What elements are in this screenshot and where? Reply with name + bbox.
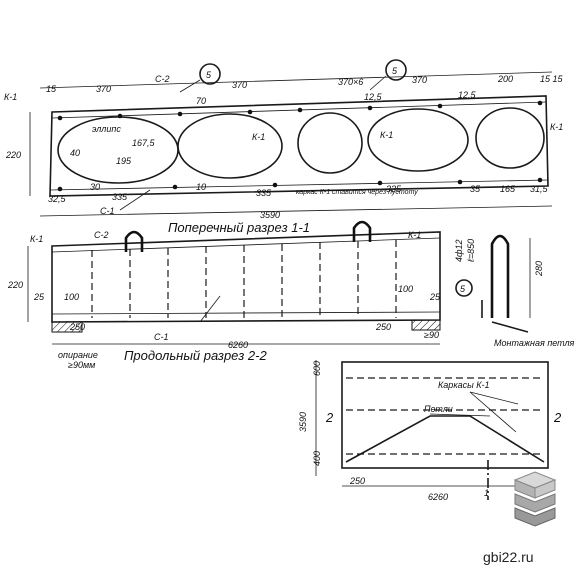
label-k1: К-1 bbox=[408, 230, 421, 240]
callout-5: 5 bbox=[392, 66, 398, 76]
dim-370x6: 370×6 bbox=[338, 77, 363, 87]
section-mark-1: 1 bbox=[484, 488, 489, 498]
plan-outline bbox=[341, 361, 549, 469]
label-k1: К-1 bbox=[380, 130, 393, 140]
cross-section-title: Поперечный разрез 1-1 bbox=[168, 220, 310, 235]
site-watermark[interactable]: gbi22.ru bbox=[483, 549, 534, 565]
frame-lines bbox=[91, 240, 397, 318]
dim-31-5: 31,5 bbox=[530, 184, 549, 194]
label-k1: К-1 bbox=[550, 122, 563, 132]
label-c2: С-2 bbox=[94, 230, 109, 240]
label-c1: С-1 bbox=[154, 332, 169, 342]
dim-250: 250 bbox=[69, 322, 85, 332]
dim-12-5: 12,5 bbox=[458, 90, 477, 100]
dim-370: 370 bbox=[412, 75, 427, 85]
dim-335: 335 bbox=[112, 192, 128, 202]
dim-100: 100 bbox=[398, 284, 413, 294]
section-mark-2: 2 bbox=[553, 410, 562, 425]
dim-335: 335 bbox=[256, 188, 272, 198]
void-ellipse bbox=[177, 113, 283, 179]
label-c2: С-2 bbox=[155, 74, 170, 84]
dim-370: 370 bbox=[232, 80, 247, 90]
rebar-spec: 4ф12 bbox=[454, 239, 464, 262]
dim-200: 200 bbox=[497, 74, 513, 84]
dim-25: 25 bbox=[429, 292, 441, 302]
loop-rebar bbox=[490, 234, 510, 318]
section-mark-2: 2 bbox=[325, 410, 334, 425]
void-ellipse bbox=[475, 107, 545, 169]
dim-220: 220 bbox=[5, 150, 21, 160]
dim-30: 30 bbox=[90, 182, 100, 192]
site-logo-icon bbox=[513, 471, 557, 527]
loops-label: Петли bbox=[424, 404, 453, 414]
cross-section-1-1: К-1 С-2 5 5 эллипс К-1 К-1 К-1 С-1 карка… bbox=[4, 59, 564, 235]
dim-250: 250 bbox=[375, 322, 391, 332]
callout-circle bbox=[385, 59, 407, 81]
dim-100: 100 bbox=[64, 292, 79, 302]
mount-loop-label: Монтажная петля bbox=[494, 338, 575, 348]
dim-40: 40 bbox=[70, 148, 80, 158]
dim-15-15: 15 15 bbox=[540, 74, 564, 84]
callout-5: 5 bbox=[460, 284, 466, 294]
dim-220: 220 bbox=[7, 280, 23, 290]
callout-5: 5 bbox=[206, 70, 212, 80]
support-label: опирание bbox=[58, 350, 98, 360]
dim-10: 10 bbox=[196, 182, 206, 192]
label-ellipse: эллипс bbox=[92, 124, 121, 134]
lifting-loop bbox=[352, 220, 372, 242]
dim-6260: 6260 bbox=[228, 340, 248, 350]
dim-15: 15 bbox=[46, 84, 57, 94]
dim-6260: 6260 bbox=[428, 492, 448, 502]
long-slab-outline bbox=[51, 231, 441, 323]
support-left bbox=[51, 321, 83, 333]
rebar-length: ℓ=850 bbox=[466, 239, 476, 263]
void-ellipse bbox=[297, 112, 363, 174]
dim-335: 335 bbox=[386, 184, 402, 194]
dim-35: 35 bbox=[470, 184, 481, 194]
label-c1: С-1 bbox=[100, 206, 115, 216]
dim-195: 195 bbox=[116, 156, 132, 166]
void-ellipse bbox=[367, 108, 469, 172]
support-value: ≥90мм bbox=[68, 360, 95, 370]
dim-25: 25 bbox=[33, 292, 45, 302]
callout-circle bbox=[455, 279, 473, 297]
frame-note: каркас К-1 ставится через пустоту bbox=[296, 189, 418, 196]
dim-600: 600 bbox=[312, 361, 322, 376]
long-section-title: Продольный разрез 2-2 bbox=[124, 348, 267, 363]
dim-12-5: 12,5 bbox=[364, 92, 383, 102]
dim-400: 400 bbox=[312, 451, 322, 466]
longitudinal-view: К-1 С-2 К-1 С-1 220 25 100 100 25 250 25… bbox=[7, 220, 441, 370]
rebar-dots bbox=[57, 100, 543, 192]
dim-250: 250 bbox=[349, 476, 365, 486]
dim-3590: 3590 bbox=[298, 412, 308, 432]
dim-90: ≥90 bbox=[424, 330, 439, 340]
callout-circle bbox=[199, 63, 221, 85]
label-k1: К-1 bbox=[4, 92, 17, 102]
dim-167-5: 167,5 bbox=[132, 138, 156, 148]
dim-3590: 3590 bbox=[260, 210, 280, 220]
top-dimension-line bbox=[39, 71, 553, 89]
bottom-rebar-line bbox=[49, 179, 549, 191]
dim-280: 280 bbox=[534, 261, 544, 277]
dim-370: 370 bbox=[96, 84, 111, 94]
label-k1: К-1 bbox=[252, 132, 265, 142]
plan-view: Каркасы К-1 Петли 2 2 1 3590 600 400 250… bbox=[298, 360, 562, 502]
dim-32-5: 32,5 bbox=[48, 194, 67, 204]
dim-70: 70 bbox=[196, 96, 206, 106]
support-right bbox=[411, 319, 441, 331]
cross-slab-outline bbox=[49, 95, 549, 197]
lifting-loop bbox=[124, 230, 144, 252]
dim-165: 165 bbox=[500, 184, 516, 194]
bottom-dimension-line bbox=[39, 205, 553, 217]
mounting-loop-detail: 5 4ф12 ℓ=850 280 Монтажная петля bbox=[454, 234, 575, 348]
label-k1: К-1 bbox=[30, 234, 43, 244]
loops-path bbox=[345, 415, 545, 463]
frames-label: Каркасы К-1 bbox=[438, 380, 490, 390]
